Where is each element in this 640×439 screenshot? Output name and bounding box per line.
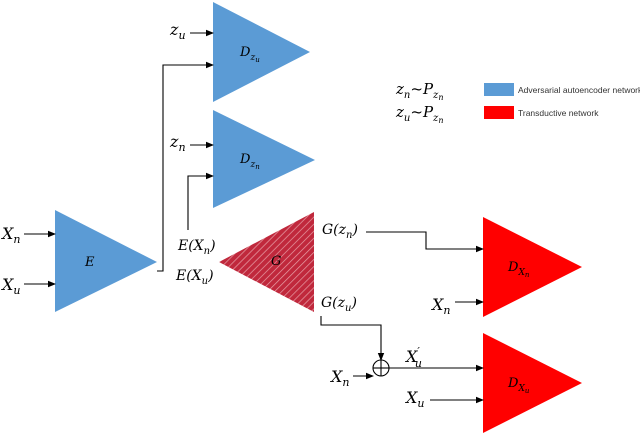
disc-zn-block bbox=[213, 110, 315, 208]
disc-zu-block bbox=[213, 2, 310, 102]
x-u-prime-label: X′u bbox=[404, 345, 422, 370]
disc-xu-block bbox=[483, 333, 582, 433]
x-n-disc-label: Xn bbox=[430, 295, 450, 317]
legend-swatch-transductive bbox=[484, 106, 514, 119]
g-zn-to-disc-xn-wire bbox=[366, 231, 484, 253]
legend-label-adversarial: Adversarial autoencoder network bbox=[518, 85, 640, 95]
e-xn-label: E(Xn) bbox=[177, 238, 216, 257]
disc-xn-block bbox=[483, 217, 582, 317]
g-zn-label: G(zn) bbox=[322, 222, 358, 241]
legend-label-transductive: Transductive network bbox=[518, 108, 599, 118]
disc-xn-label: DXn bbox=[507, 260, 530, 279]
disc-zn-label: Dzn bbox=[239, 152, 260, 171]
g-zu-label: G(zu) bbox=[321, 295, 357, 314]
adder-oplus-icon bbox=[372, 359, 390, 377]
encoder-label: E bbox=[84, 255, 95, 270]
dist-zn-text: zn~Pzn bbox=[395, 80, 443, 102]
generator-block bbox=[219, 212, 314, 312]
e-xu-label: E(Xu) bbox=[175, 268, 214, 287]
dist-zu-text: zu~Pzn bbox=[395, 103, 443, 125]
encoder-to-disc-zn-wire bbox=[187, 172, 214, 230]
disc-xu-label: DXu bbox=[507, 376, 530, 395]
generator-label: G bbox=[271, 254, 281, 269]
z-u-input-label: zu bbox=[169, 20, 186, 42]
g-zu-to-adder-wire bbox=[320, 316, 385, 361]
disc-zu-label: Dzu bbox=[239, 45, 260, 64]
z-n-input-label: zn bbox=[169, 132, 186, 154]
x-u-disc-label: Xu bbox=[404, 388, 424, 410]
x-u-input-label: Xu bbox=[0, 275, 20, 297]
x-n-add-label: Xn bbox=[329, 367, 349, 389]
legend-swatch-adversarial bbox=[484, 83, 514, 96]
legend: Adversarial autoencoder network Transduc… bbox=[484, 83, 640, 119]
x-n-input-label: Xn bbox=[0, 224, 20, 246]
encoder-block bbox=[55, 210, 157, 312]
encoder-to-disc-zu-wire bbox=[157, 61, 214, 272]
